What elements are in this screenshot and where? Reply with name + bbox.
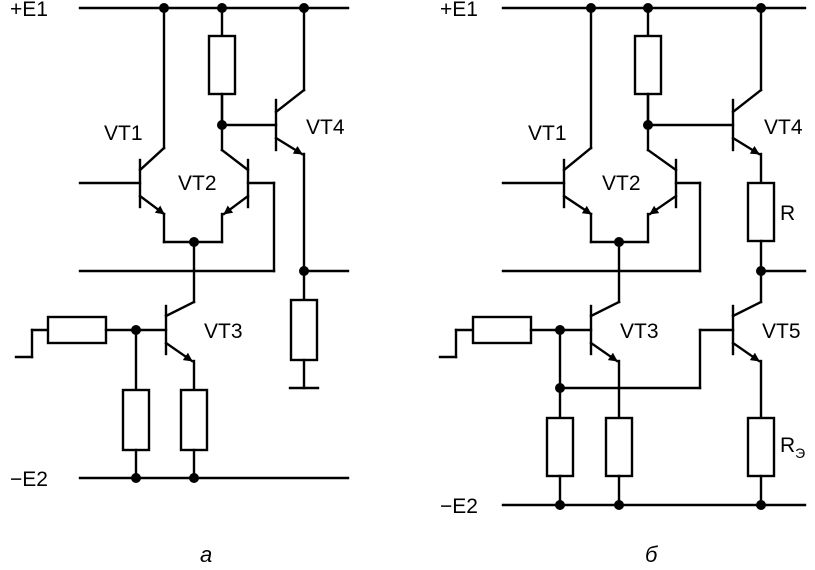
- transistor-vt1-a: [78, 6, 166, 244]
- resistor-bias-b: [545, 416, 575, 478]
- label-e1-b: +E1: [440, 0, 478, 21]
- label-vt1-b: VT1: [528, 122, 567, 145]
- caption-a: а: [200, 542, 212, 567]
- label-e1-a: +E1: [10, 0, 48, 21]
- label-vt5-b: VT5: [762, 320, 801, 343]
- label-vt4-b: VT4: [764, 116, 803, 139]
- transistor-vt3-a: [164, 300, 196, 392]
- transistor-vt5-b: [698, 300, 763, 420]
- resistor-emitter-vt3-a: [179, 388, 209, 452]
- label-r-b: R: [780, 202, 795, 225]
- resistor-emitter-vt4-a: [289, 298, 319, 362]
- resistor-base-input-a: [46, 315, 108, 345]
- resistor-bias-a: [121, 388, 151, 452]
- resistor-load-a: [207, 34, 237, 96]
- circuit-b: +E1 −E2 VT1 VT2: [438, 0, 807, 567]
- transistor-vt4-a: [274, 6, 306, 302]
- label-vt2-b: VT2: [602, 172, 641, 195]
- transistor-vt4-b: [731, 6, 763, 185]
- label-re-b: RЭ: [780, 434, 805, 461]
- label-vt3-b: VT3: [620, 320, 659, 343]
- label-e2-b: −E2: [440, 495, 478, 518]
- transistor-vt3-b: [589, 300, 621, 420]
- label-vt2-a: VT2: [178, 172, 217, 195]
- circuit-a: +E1 −E2 VT1 VT2: [10, 0, 350, 567]
- transistor-vt1-b: [501, 6, 593, 244]
- label-e2-a: −E2: [10, 468, 48, 491]
- resistor-load-b: [633, 34, 663, 96]
- label-vt4-a: VT4: [306, 116, 345, 139]
- resistor-r-b: [746, 181, 776, 243]
- resistor-re-b: [746, 416, 776, 478]
- caption-b: б: [645, 542, 659, 567]
- label-vt1-a: VT1: [104, 122, 143, 145]
- label-vt3-a: VT3: [204, 320, 243, 343]
- label-re-sub: Э: [795, 445, 805, 461]
- label-re-main: R: [780, 434, 795, 457]
- resistor-emitter-vt3-b: [604, 416, 634, 478]
- resistor-base-input-b: [471, 315, 533, 345]
